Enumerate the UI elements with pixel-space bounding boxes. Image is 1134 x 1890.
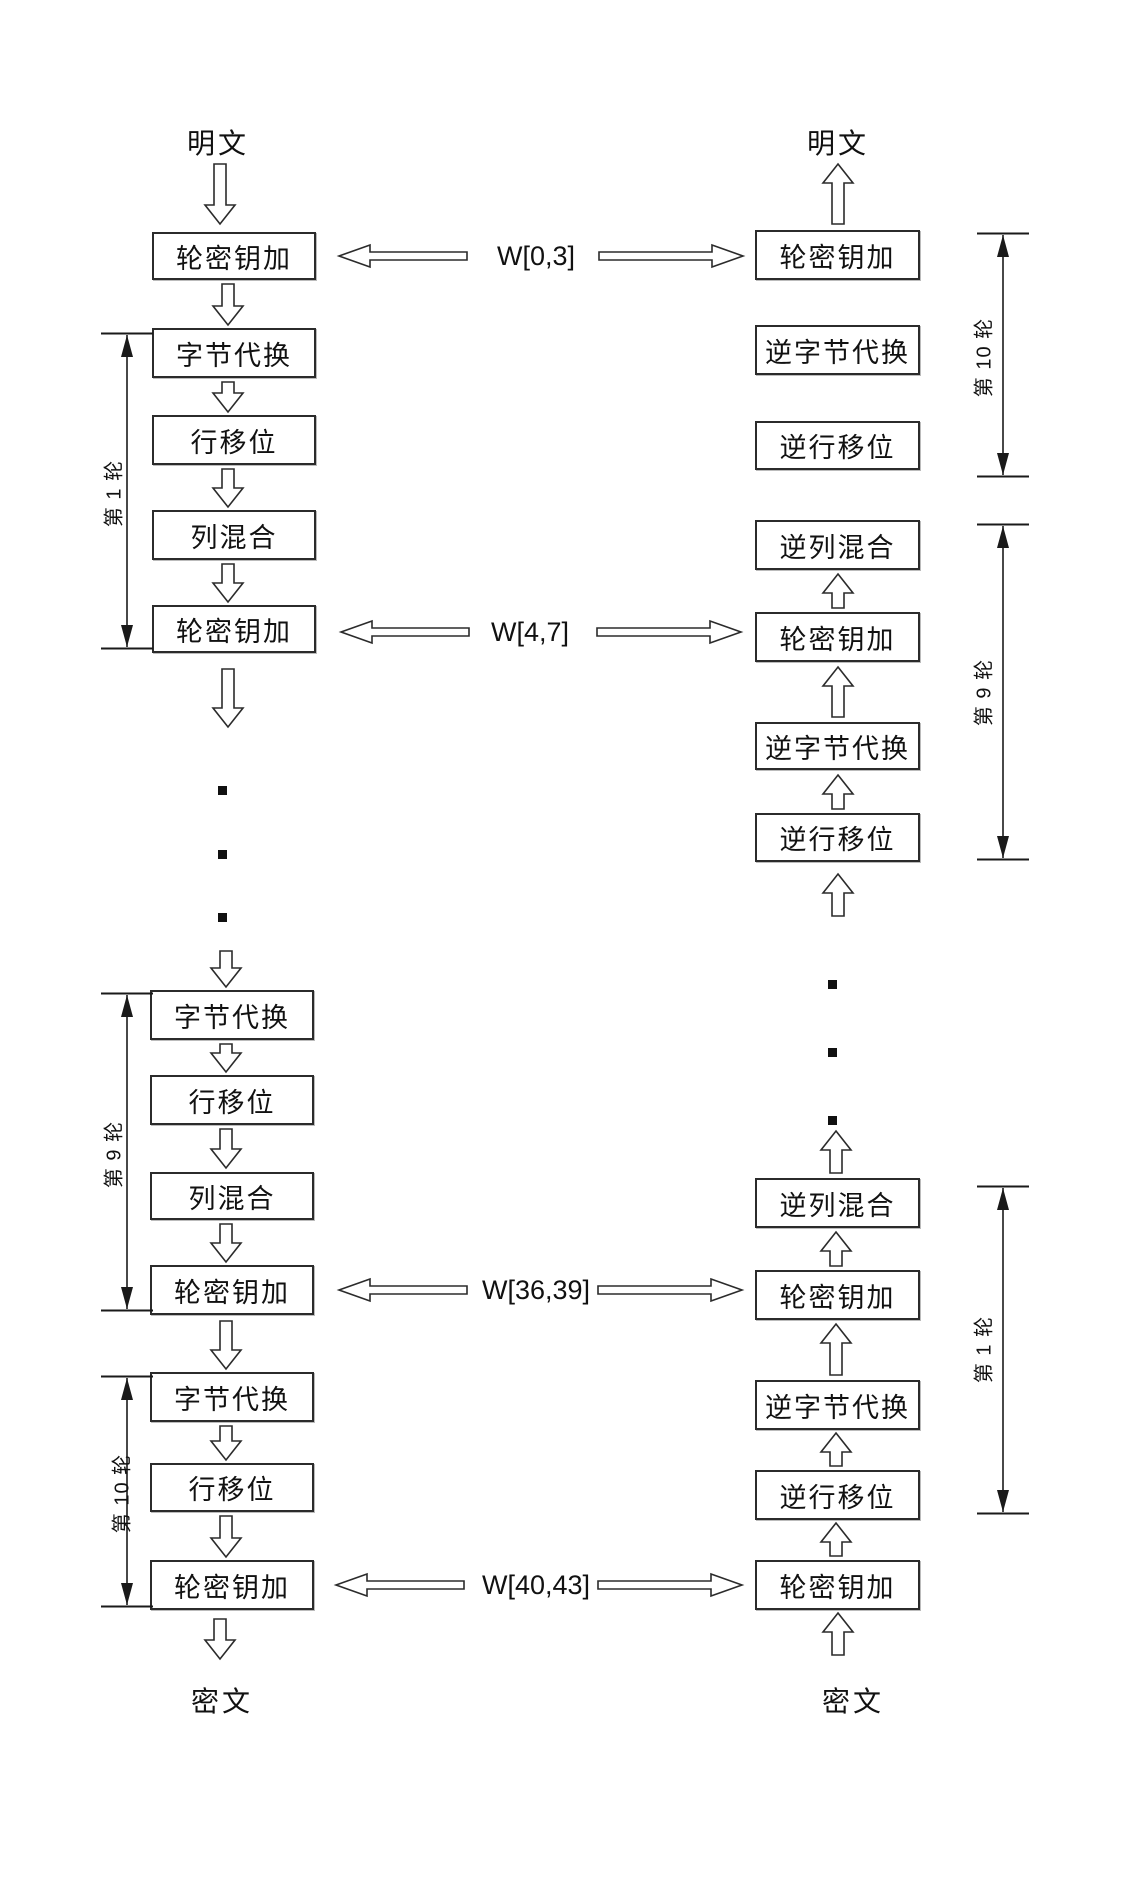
up-arrow: [819, 1521, 853, 1557]
up-arrow: [821, 572, 855, 609]
down-arrow: [203, 1618, 237, 1661]
encrypt-box-add-round-key-9: 轮密钥加: [150, 1265, 314, 1315]
up-arrow: [821, 773, 855, 810]
up-arrow: [819, 1322, 853, 1376]
right-arrow: [597, 1572, 745, 1598]
encrypt-box-sub-bytes-1: 字节代换: [152, 328, 316, 378]
encrypt-box-add-round-key-1: 轮密钥加: [152, 232, 316, 280]
plaintext-label-encrypt: 明文: [186, 128, 249, 159]
left-arrow: [336, 1277, 468, 1303]
decrypt-box-inv-sub-bytes-10: 逆字节代换: [755, 325, 920, 375]
round-key-label-w47: W[4,7]: [490, 617, 570, 647]
round-bracket-label-right-10: 第 10 轮: [973, 317, 996, 398]
ellipsis-dot: [218, 913, 227, 922]
round-bracket: [977, 232, 1029, 478]
round-bracket: [101, 992, 153, 1312]
round-bracket-label-right-9: 第 9 轮: [973, 658, 996, 727]
right-arrow: [598, 243, 746, 269]
down-arrow: [209, 1515, 243, 1559]
up-arrow: [821, 665, 855, 718]
down-arrow: [209, 1128, 243, 1170]
up-arrow: [821, 872, 855, 917]
down-arrow: [209, 1043, 243, 1074]
left-arrow: [338, 619, 470, 645]
encrypt-box-shift-rows-10: 行移位: [150, 1463, 314, 1512]
up-arrow: [819, 1230, 853, 1267]
round-key-label-w3639: W[36,39]: [481, 1275, 591, 1305]
encrypt-box-sub-bytes-9: 字节代换: [150, 990, 314, 1040]
decrypt-box-inv-shift-rows-1: 逆行移位: [755, 1470, 920, 1520]
up-arrow: [821, 1611, 855, 1656]
left-arrow: [333, 1572, 465, 1598]
encrypt-box-mix-columns-1: 列混合: [152, 510, 316, 560]
ellipsis-dot: [218, 850, 227, 859]
decrypt-box-add-round-key-10: 轮密钥加: [755, 230, 920, 280]
ciphertext-label-encrypt: 密文: [190, 1686, 253, 1717]
decrypt-box-inv-mix-columns-1: 逆列混合: [755, 1178, 920, 1228]
right-arrow: [597, 1277, 745, 1303]
encrypt-box-add-round-key-10: 轮密钥加: [150, 1560, 314, 1610]
down-arrow: [211, 381, 245, 414]
decrypt-box-add-round-key-1: 轮密钥加: [755, 1270, 920, 1320]
round-bracket: [101, 332, 153, 650]
round-bracket-label-right-1: 第 1 轮: [973, 1315, 996, 1384]
round-bracket-label-left-10: 第 10 轮: [111, 1453, 134, 1534]
decrypt-box-add-round-key-0: 轮密钥加: [755, 1560, 920, 1610]
up-arrow: [819, 1431, 853, 1467]
round-bracket: [977, 1185, 1029, 1515]
down-arrow: [211, 283, 245, 327]
encrypt-box-mix-columns-9: 列混合: [150, 1172, 314, 1220]
down-arrow: [211, 668, 245, 729]
right-arrow: [596, 619, 744, 645]
round-key-label-w03: W[0,3]: [496, 241, 576, 271]
ellipsis-dot: [828, 1048, 837, 1057]
up-arrow: [821, 162, 855, 225]
down-arrow: [211, 563, 245, 604]
decrypt-box-inv-sub-bytes-9: 逆字节代换: [755, 722, 920, 770]
ellipsis-dot: [828, 1116, 837, 1125]
up-arrow: [819, 1129, 853, 1174]
ellipsis-dot: [218, 786, 227, 795]
decrypt-box-add-round-key-9: 轮密钥加: [755, 612, 920, 662]
down-arrow: [203, 163, 237, 226]
down-arrow: [211, 468, 245, 509]
down-arrow: [209, 1320, 243, 1371]
plaintext-label-decrypt: 明文: [806, 128, 869, 159]
left-arrow: [336, 243, 468, 269]
encrypt-box-shift-rows-9: 行移位: [150, 1075, 314, 1125]
encrypt-box-sub-bytes-10: 字节代换: [150, 1372, 314, 1422]
round-bracket: [101, 1375, 153, 1608]
round-key-label-w4043: W[40,43]: [481, 1570, 591, 1600]
decrypt-box-inv-shift-rows-9: 逆行移位: [755, 813, 920, 862]
encrypt-box-shift-rows-1: 行移位: [152, 415, 316, 465]
down-arrow: [209, 1425, 243, 1462]
ellipsis-dot: [828, 980, 837, 989]
round-bracket-label-left-9: 第 9 轮: [103, 1120, 126, 1189]
ciphertext-label-decrypt: 密文: [821, 1686, 884, 1717]
decrypt-box-inv-shift-rows-10: 逆行移位: [755, 421, 920, 470]
round-bracket: [977, 523, 1029, 861]
down-arrow: [209, 1223, 243, 1264]
decrypt-box-inv-sub-bytes-1: 逆字节代换: [755, 1380, 920, 1430]
encrypt-box-add-round-key-2: 轮密钥加: [152, 605, 316, 653]
decrypt-box-inv-mix-columns-9: 逆列混合: [755, 520, 920, 570]
round-bracket-label-left-1: 第 1 轮: [103, 459, 126, 528]
down-arrow: [209, 950, 243, 989]
